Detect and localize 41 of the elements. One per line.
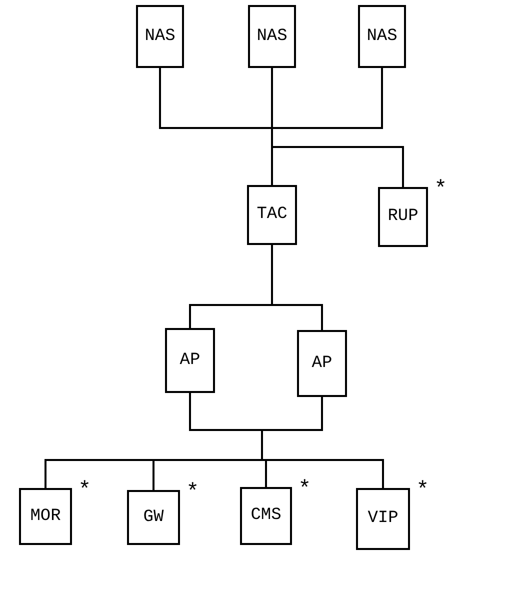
connector-line — [271, 68, 273, 129]
process-box — [248, 5, 296, 68]
process-box — [19, 488, 72, 545]
box-label: NAS — [256, 26, 288, 48]
connector-line — [272, 304, 323, 330]
process-box — [165, 328, 215, 393]
connector-line — [262, 459, 267, 487]
asterisk-note: * — [434, 179, 448, 201]
process-box — [378, 187, 428, 247]
process-box — [240, 487, 292, 545]
box-label: GW — [143, 506, 164, 529]
box-label: AP — [312, 352, 332, 375]
connector-line — [262, 397, 323, 431]
asterisk-note: * — [78, 480, 92, 502]
box-label: TAC — [256, 204, 288, 226]
connector-line — [271, 128, 273, 147]
process-box — [358, 5, 406, 68]
box-label: NAS — [144, 26, 176, 48]
asterisk-note: * — [186, 482, 200, 504]
connector-line — [272, 68, 383, 129]
connector-line — [261, 430, 263, 460]
process-box — [127, 490, 180, 545]
box-label: MOR — [30, 506, 61, 528]
box-label: AP — [180, 350, 200, 372]
connector-line — [152, 459, 262, 490]
process-box — [356, 488, 410, 550]
connector-line — [271, 245, 273, 306]
box-label: NAS — [366, 26, 398, 48]
box-label: RUP — [388, 206, 418, 228]
connector-line — [159, 68, 272, 129]
connector-line — [272, 146, 404, 187]
process-box — [136, 5, 184, 68]
asterisk-note: * — [298, 479, 312, 501]
connector-line — [189, 304, 272, 328]
process-box — [297, 330, 347, 397]
asterisk-note: * — [416, 480, 430, 502]
box-label: VIP — [368, 508, 398, 530]
process-box — [247, 185, 297, 245]
connector-line — [271, 146, 273, 185]
connector-line — [189, 393, 262, 431]
box-label: CMS — [250, 505, 282, 528]
